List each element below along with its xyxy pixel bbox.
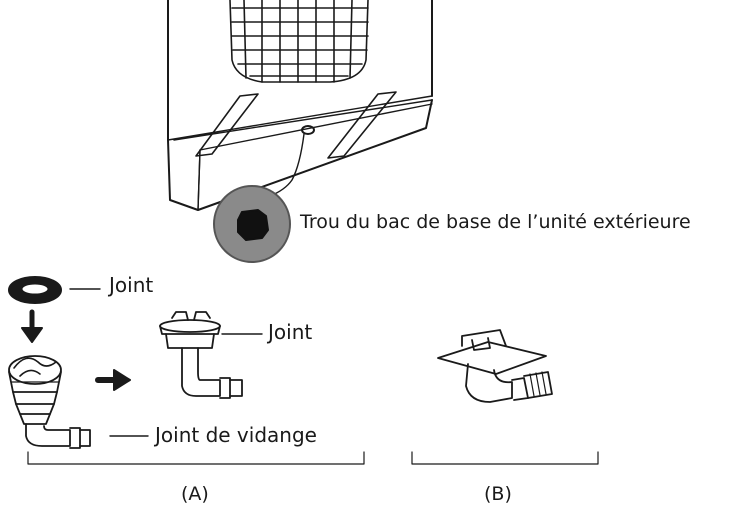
leader-line <box>269 133 305 197</box>
drain-elbow-installed <box>437 329 553 403</box>
bracket-b <box>411 451 599 465</box>
gasket-ring <box>8 276 62 304</box>
group-a-label: (A) <box>181 483 209 505</box>
drain-elbow-assembled <box>159 311 243 399</box>
base-strips <box>195 91 397 159</box>
group-b-label: (B) <box>484 483 512 505</box>
base-hole-label: Trou du bac de base de l’unité extérieur… <box>300 211 691 233</box>
bracket-a <box>27 451 365 465</box>
joint-label-top: Joint <box>109 273 154 297</box>
fan-grille <box>229 0 369 83</box>
right-arrow-icon <box>95 369 131 391</box>
joint-label-assembled: Joint <box>268 320 313 344</box>
down-arrow-icon <box>21 309 43 343</box>
base-pan-hole <box>301 125 315 135</box>
drain-elbow-left <box>8 355 91 449</box>
hole-zoom <box>213 185 291 263</box>
drain-joint-label: Joint de vidange <box>155 423 317 447</box>
outdoor-unit <box>167 0 433 211</box>
